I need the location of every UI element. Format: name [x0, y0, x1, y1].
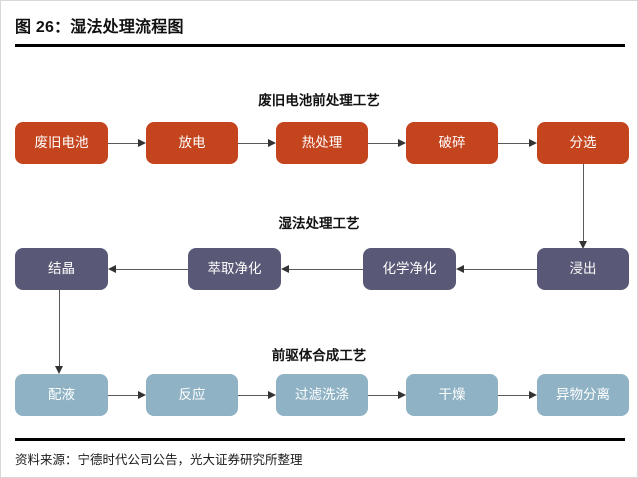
node-drying[interactable]: 干燥: [406, 374, 498, 416]
footer-divider: [15, 438, 625, 441]
section-header-hydrometallurgy: 湿法处理工艺: [278, 216, 360, 231]
arrowhead-right-icon: [398, 138, 406, 147]
edge-solution-to-reaction: [108, 395, 138, 396]
arrowhead-right-icon: [529, 138, 537, 147]
edge-waste-to-discharge: [108, 143, 138, 144]
edge-drying-to-separation: [498, 395, 529, 396]
arrowhead-right-icon: [398, 390, 406, 399]
arrowhead-down-icon: [578, 241, 587, 249]
arrowhead-right-icon: [268, 390, 276, 399]
figure-title: 图 26：湿法处理流程图: [15, 19, 184, 36]
arrowhead-right-icon: [268, 138, 276, 147]
node-crystallization[interactable]: 结晶: [15, 248, 108, 290]
arrowhead-left-icon: [456, 264, 464, 273]
section-header-precursor: 前驱体合成工艺: [271, 348, 367, 363]
edge-discharge-to-heat: [238, 143, 268, 144]
edge-filtration-to-drying: [368, 395, 398, 396]
edge-chemical-to-extraction: [289, 269, 363, 270]
arrowhead-down-icon: [54, 366, 63, 374]
edge-crushing-to-sorting: [498, 143, 529, 144]
edge-reaction-to-filtration: [238, 395, 268, 396]
arrowhead-right-icon: [529, 390, 537, 399]
arrowhead-left-icon: [108, 264, 116, 273]
edge-heat-to-crushing: [368, 143, 398, 144]
arrowhead-right-icon: [138, 390, 146, 399]
node-foreign-matter-separation[interactable]: 异物分离: [537, 374, 629, 416]
edge-leaching-to-chemical: [464, 269, 537, 270]
title-divider: [15, 44, 625, 47]
arrowhead-right-icon: [138, 138, 146, 147]
node-crushing[interactable]: 破碎: [406, 122, 498, 164]
edge-extraction-to-crystallization: [116, 269, 188, 270]
node-sorting[interactable]: 分选: [537, 122, 629, 164]
edge-sorting-to-leaching: [583, 164, 584, 241]
arrowhead-left-icon: [281, 264, 289, 273]
node-reaction[interactable]: 反应: [146, 374, 238, 416]
source-note: 资料来源：宁德时代公司公告，光大证券研究所整理: [15, 453, 303, 467]
edge-crystallization-to-solution: [59, 290, 60, 366]
node-leaching[interactable]: 浸出: [537, 248, 629, 290]
section-header-pretreatment: 废旧电池前处理工艺: [258, 93, 380, 108]
node-waste-battery[interactable]: 废旧电池: [15, 122, 108, 164]
node-solution-preparation[interactable]: 配液: [15, 374, 108, 416]
node-chemical-purification[interactable]: 化学净化: [363, 248, 456, 290]
node-discharge[interactable]: 放电: [146, 122, 238, 164]
node-heat-treatment[interactable]: 热处理: [276, 122, 368, 164]
node-extraction-purification[interactable]: 萃取净化: [188, 248, 281, 290]
node-filtration-washing[interactable]: 过滤洗涤: [276, 374, 368, 416]
